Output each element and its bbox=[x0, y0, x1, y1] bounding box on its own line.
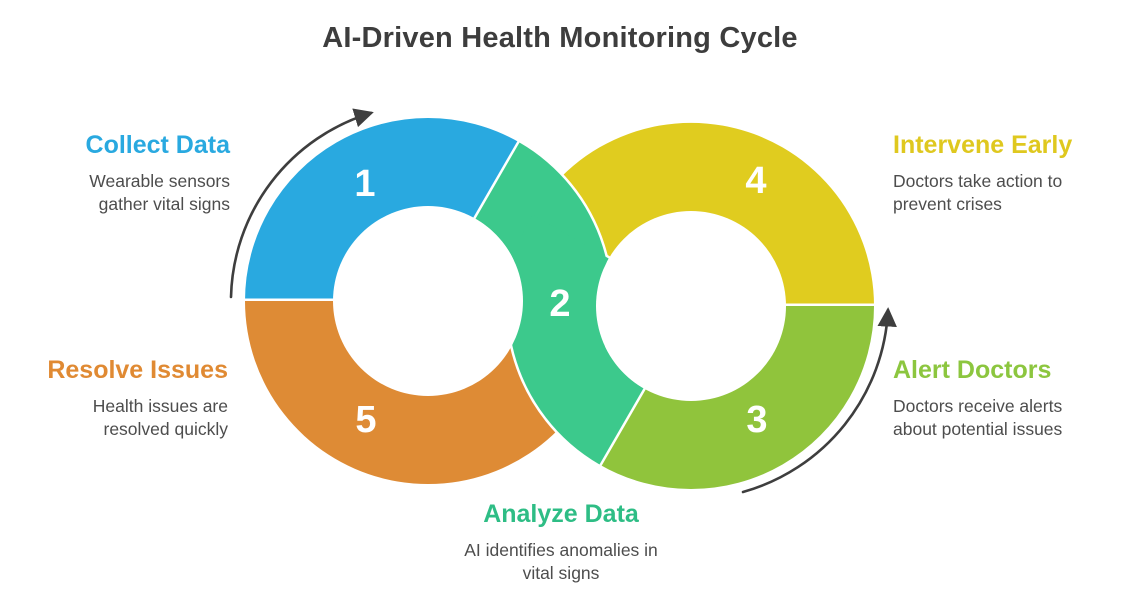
page-title: AI-Driven Health Monitoring Cycle bbox=[322, 22, 798, 54]
step-label-block-analyze-data: Analyze Data AI identifies anomalies in … bbox=[449, 500, 673, 584]
step-label: Analyze Data bbox=[483, 500, 639, 528]
step-description: Wearable sensors gather vital signs bbox=[89, 170, 230, 214]
step-number-1: 1 bbox=[354, 163, 376, 205]
step-description: Doctors take action to prevent crises bbox=[893, 170, 1063, 214]
step-description: Doctors receive alerts about potential i… bbox=[893, 395, 1063, 439]
step-label-block-alert-doctors: Alert Doctors Doctors receive alerts abo… bbox=[893, 356, 1103, 440]
right-ring-hole bbox=[596, 211, 786, 401]
step-label: Intervene Early bbox=[893, 131, 1073, 159]
step-label-block-resolve-issues: Resolve Issues Health issues are resolve… bbox=[24, 356, 228, 440]
step-label: Alert Doctors bbox=[893, 356, 1052, 384]
left-ring-hole bbox=[333, 206, 523, 396]
step-description: AI identifies anomalies in vital signs bbox=[464, 539, 658, 583]
step-number-3: 3 bbox=[746, 399, 768, 441]
segment-2-analyze-data-right bbox=[507, 214, 644, 465]
flow-arrow-start-icon bbox=[229, 108, 374, 299]
flow-arrow-mid-icon bbox=[741, 307, 897, 494]
step-label: Resolve Issues bbox=[47, 356, 228, 384]
step-label-block-intervene-early: Intervene Early Doctors take action to p… bbox=[893, 131, 1103, 215]
step-label-block-collect-data: Collect Data Wearable sensors gather vit… bbox=[36, 131, 230, 215]
step-number-5: 5 bbox=[355, 399, 377, 441]
step-label: Collect Data bbox=[85, 131, 230, 159]
step-number-4: 4 bbox=[745, 160, 767, 202]
step-number-2: 2 bbox=[549, 283, 571, 325]
step-description: Health issues are resolved quickly bbox=[92, 395, 228, 439]
